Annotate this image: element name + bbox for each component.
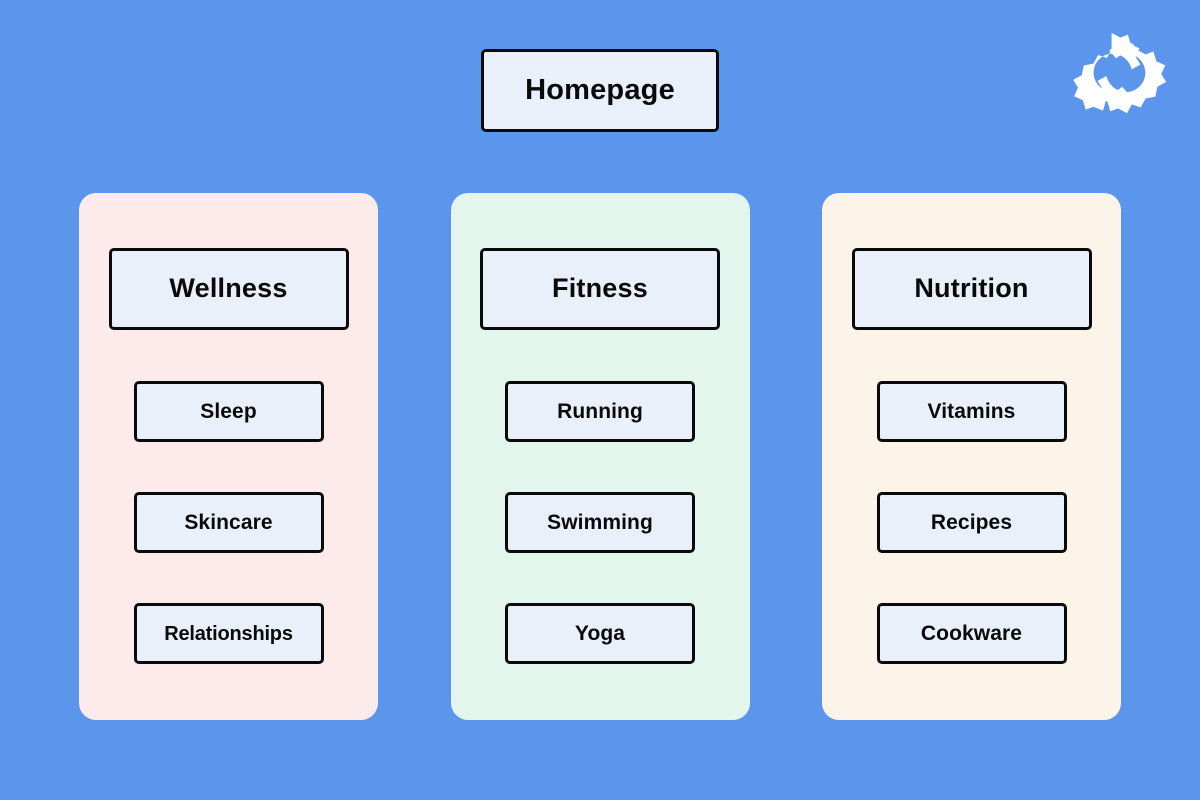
category-header-fitness[interactable]: Fitness [480,248,720,330]
child-node-vitamins[interactable]: Vitamins [876,381,1067,442]
child-node-swimming[interactable]: Swimming [505,492,695,553]
interlocking-gears-logo [1072,28,1176,124]
column-fitness: Fitness Running Swimming Yoga [450,193,750,720]
child-node-yoga[interactable]: Yoga [505,603,695,664]
category-header-nutrition[interactable]: Nutrition [851,248,1092,330]
column-nutrition: Nutrition Vitamins Recipes Cookware [822,193,1121,720]
child-node-relationships[interactable]: Relationships [133,603,324,664]
category-header-wellness[interactable]: Wellness [108,248,349,330]
child-node-running[interactable]: Running [505,381,695,442]
child-node-sleep[interactable]: Sleep [133,381,324,442]
child-node-cookware[interactable]: Cookware [876,603,1067,664]
child-node-recipes[interactable]: Recipes [876,492,1067,553]
root-node-homepage[interactable]: Homepage [481,49,719,132]
child-node-skincare[interactable]: Skincare [133,492,324,553]
column-wellness: Wellness Sleep Skincare Relationships [79,193,378,720]
columns-container: Wellness Sleep Skincare Relationships Fi… [79,193,1121,720]
